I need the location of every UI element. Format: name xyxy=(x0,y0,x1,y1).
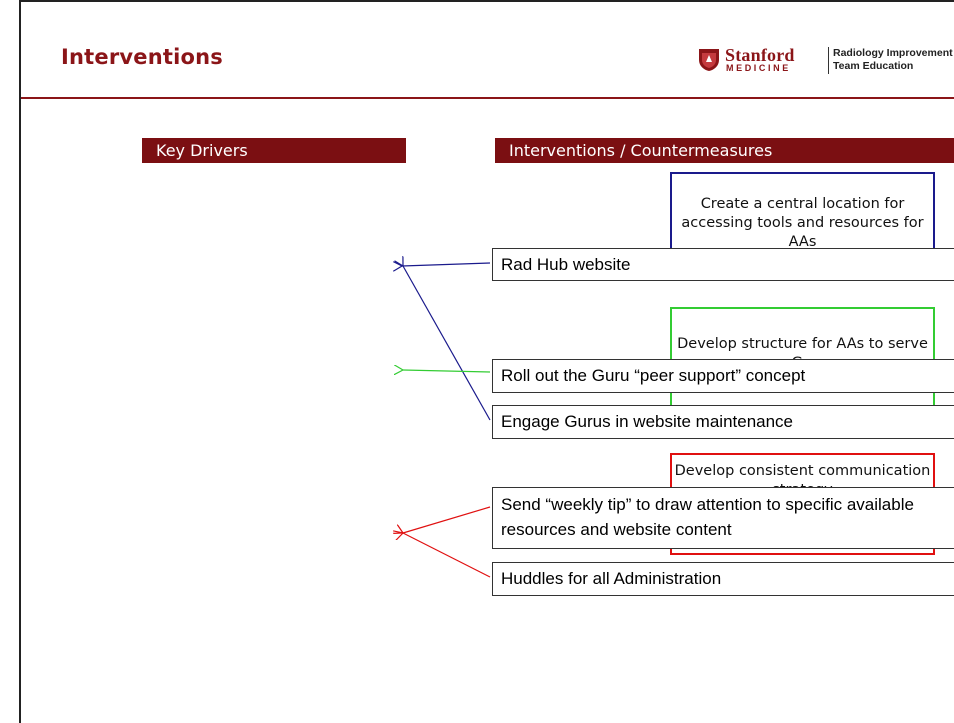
arrow-rad-hub xyxy=(402,263,491,266)
logo-name: Stanford xyxy=(725,45,795,65)
intervention-weekly-tip: Send “weekly tip” to draw attention to s… xyxy=(492,487,954,549)
arrow-weekly-tip xyxy=(403,506,491,533)
key-drivers-header: Key Drivers xyxy=(142,138,406,163)
intervention-gurus-website: Engage Gurus in website maintenance xyxy=(492,405,954,439)
intervention-guru-rollout: Roll out the Guru “peer support” concept xyxy=(492,359,954,393)
logo-dept-line2: Team Education xyxy=(833,60,914,72)
arrow-guru-rollout xyxy=(403,370,491,372)
stanford-logo: Stanford MEDICINE Radiology Improvement … xyxy=(698,42,954,82)
intervention-rad-hub: Rad Hub website xyxy=(492,248,954,281)
logo-divider xyxy=(828,47,829,74)
logo-subtitle: MEDICINE xyxy=(726,63,791,73)
title-divider xyxy=(21,97,954,99)
logo-dept-line1: Radiology Improvement xyxy=(833,47,953,59)
arrow-huddles xyxy=(403,533,491,578)
interventions-header: Interventions / Countermeasures xyxy=(495,138,954,163)
logo-department: Radiology Improvement Team Education xyxy=(833,47,953,73)
intervention-huddles: Huddles for all Administration xyxy=(492,562,954,596)
shield-icon xyxy=(699,49,719,71)
slide-title: Interventions xyxy=(61,45,223,69)
slide: Interventions Stanford MEDICINE Radiolog… xyxy=(19,0,954,723)
arrow-gurus-website xyxy=(403,266,491,421)
